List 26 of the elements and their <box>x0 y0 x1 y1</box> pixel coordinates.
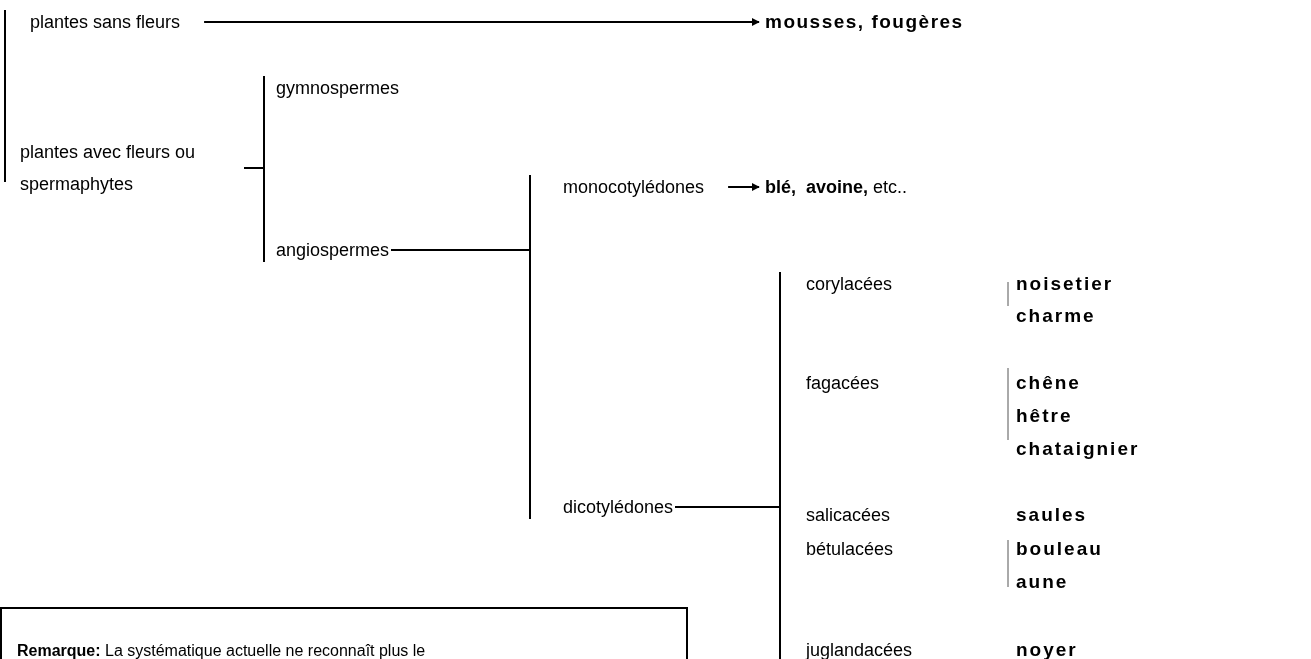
species-label: noisetier <box>1016 272 1114 296</box>
species-label: chêne <box>1016 371 1081 395</box>
species-label: bouleau <box>1016 537 1103 561</box>
node-label: monocotylédones <box>563 171 705 203</box>
node-label: salicacées <box>806 499 891 531</box>
note-box: Remarque: La systématique actuelle ne reconnaît plus le <box>0 607 688 659</box>
node-label: fagacées <box>806 367 880 399</box>
species-label: hêtre <box>1016 404 1073 428</box>
species-label: aune <box>1016 570 1069 594</box>
bracket-connector <box>390 249 531 520</box>
node-label: plantes avec fleurs ou spermaphytes <box>20 136 242 200</box>
species-label: chataignier <box>1016 437 1140 461</box>
species-label: saules <box>1016 503 1088 527</box>
arrow <box>203 18 760 26</box>
node-label: juglandacées <box>806 634 913 659</box>
node-label: bétulacées <box>806 533 894 565</box>
node-label: corylacées <box>806 268 893 300</box>
arrow <box>727 183 760 191</box>
bracket-connector <box>243 167 265 263</box>
node-label: dicotylédones <box>563 491 674 523</box>
node-label: gymnospermes <box>276 72 400 104</box>
node-label: mousses, fougères <box>765 6 964 38</box>
species-label: charme <box>1016 304 1096 328</box>
node-label: angiospermes <box>276 234 390 266</box>
node-label: plantes sans fleurs <box>30 6 181 38</box>
node-label: blé, avoine, etc.. <box>765 171 908 203</box>
